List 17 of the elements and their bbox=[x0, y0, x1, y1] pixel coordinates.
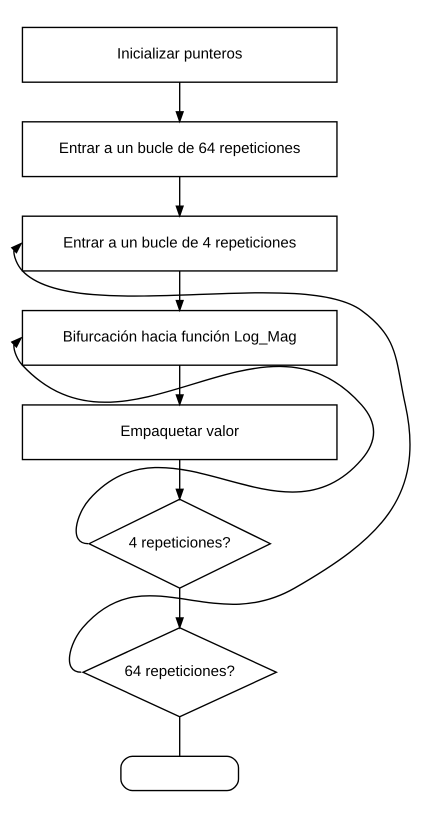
node-box: Inicializar punteros bbox=[22, 26, 338, 83]
arrow bbox=[10, 336, 374, 544]
node-box: Entrar a un bucle de 64 repeticiones bbox=[22, 121, 338, 178]
arrow bbox=[175, 460, 184, 501]
arrow bbox=[175, 588, 184, 630]
node-box: Empaquetar valor bbox=[22, 404, 338, 460]
node-terminator bbox=[120, 756, 240, 792]
node-diamond: 4 repeticiones? bbox=[88, 498, 272, 589]
node-diamond: 64 repeticiones? bbox=[81, 627, 278, 718]
arrow bbox=[175, 365, 184, 407]
node-box: Bifurcación hacia función Log_Mag bbox=[22, 310, 338, 366]
node-box: Entrar a un bucle de 4 repeticiones bbox=[22, 216, 338, 272]
arrow bbox=[175, 270, 184, 312]
connector bbox=[179, 717, 180, 756]
arrow bbox=[175, 82, 184, 124]
arrow bbox=[175, 176, 184, 218]
arrow bbox=[10, 242, 411, 673]
